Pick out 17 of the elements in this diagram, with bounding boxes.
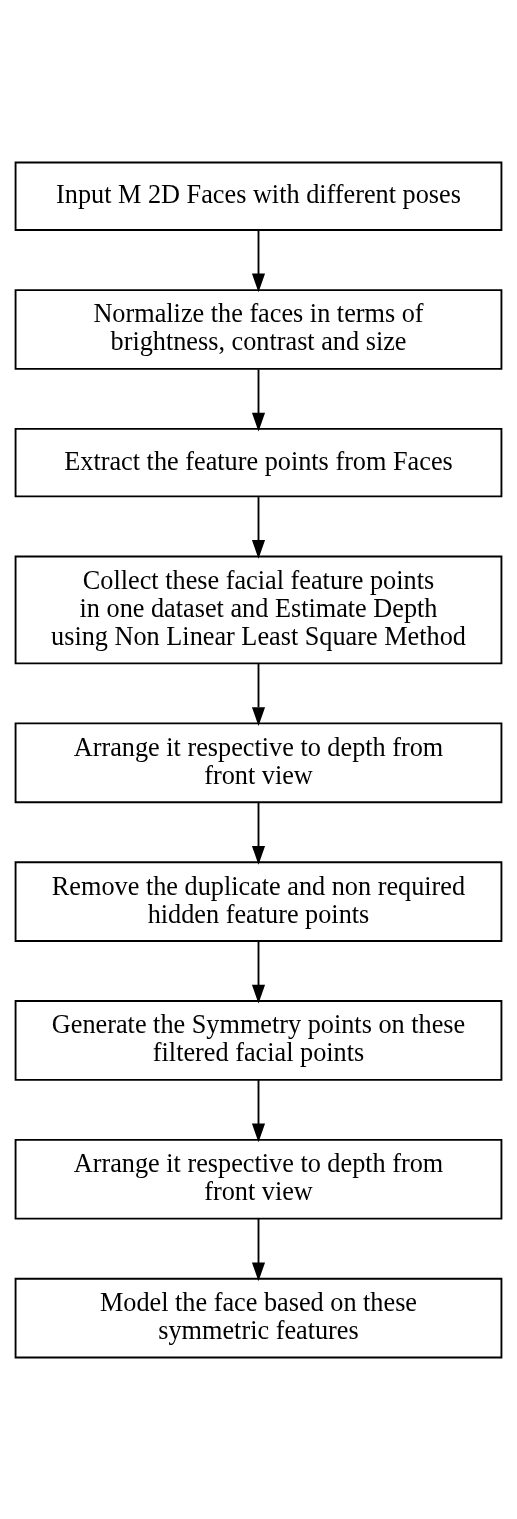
- node-box: Arrange it respective to depth from front view: [14, 721, 503, 803]
- node-box: Collect these facial feature points in one dataset and Estimate Depth using Non Linear Least Square Method: [14, 555, 503, 664]
- arrow: [251, 368, 266, 431]
- node-box: Normalize the faces in terms of brightness, contrast and size: [14, 288, 503, 370]
- arrow: [251, 1078, 266, 1142]
- arrow: [251, 495, 266, 559]
- node-box: Arrange it respective to depth from front view: [14, 1138, 503, 1220]
- arrow: [251, 662, 266, 726]
- node-box: Input M 2D Faces with different poses: [14, 161, 503, 231]
- arrow: [251, 800, 266, 865]
- node-box: Model the face based on these symmetric features: [14, 1277, 503, 1358]
- arrow: [251, 1217, 266, 1281]
- node-box: Remove the duplicate and non required hidden feature points: [14, 860, 503, 942]
- node-box: Generate the Symmetry points on these filtered facial points: [14, 999, 503, 1081]
- node-box: Extract the feature points from Faces: [14, 427, 503, 497]
- arrow: [251, 939, 266, 1004]
- arrow: [251, 228, 266, 292]
